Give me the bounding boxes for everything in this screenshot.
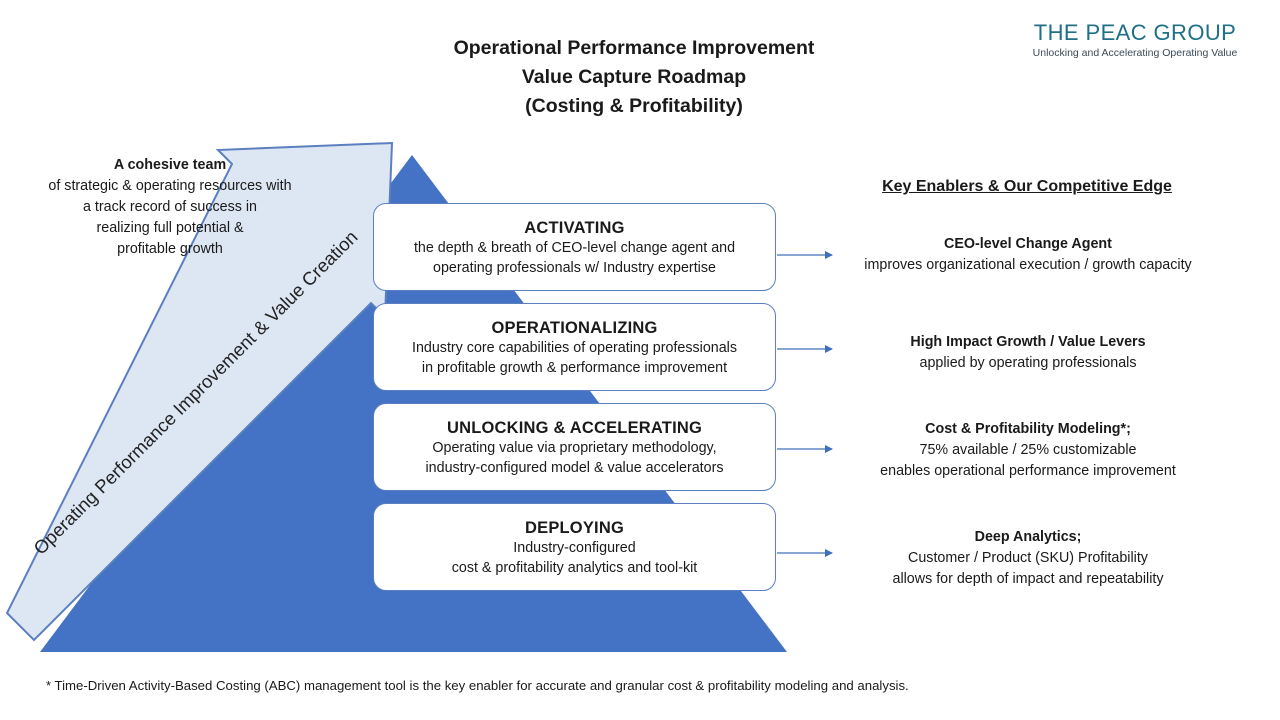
level-line: industry-configured model & value accele… xyxy=(425,459,724,476)
level-box-activating: ACTIVATING the depth & breath of CEO-lev… xyxy=(373,203,776,291)
enabler-line: applied by operating professionals xyxy=(919,355,1137,371)
enabler-line: 75% available / 25% customizable xyxy=(919,442,1137,458)
level-title: UNLOCKING & ACCELERATING xyxy=(446,419,703,437)
level-line: cost & profitability analytics and tool-… xyxy=(451,559,698,576)
title-line-2: Value Capture Roadmap xyxy=(521,66,747,88)
level-line: operating professionals w/ Industry expe… xyxy=(433,259,716,276)
team-line: realizing full potential & xyxy=(96,220,244,236)
enabler-item-1: CEO-level Change Agent improves organiza… xyxy=(828,234,1228,276)
level-line: Industry-configured xyxy=(513,540,636,556)
enabler-item-4: Deep Analytics; Customer / Product (SKU)… xyxy=(828,527,1228,590)
team-line: profitable growth xyxy=(117,241,223,257)
level-title: DEPLOYING xyxy=(525,519,624,537)
company-logo-name: THE PEAC GROUP xyxy=(1033,20,1237,45)
enabler-heading: CEO-level Change Agent xyxy=(944,236,1112,252)
footnote: * Time-Driven Activity-Based Costing (AB… xyxy=(46,678,909,693)
enabler-line: enables operational performance improvem… xyxy=(880,463,1176,479)
enablers-heading: Key Enablers & Our Competitive Edge xyxy=(882,178,1172,195)
level-box-operationalizing: OPERATIONALIZING Industry core capabilit… xyxy=(373,303,776,391)
level-line: Operating value via proprietary methodol… xyxy=(432,440,717,456)
enabler-line: Customer / Product (SKU) Profitability xyxy=(908,550,1148,566)
company-logo-tagline: Unlocking and Accelerating Operating Val… xyxy=(1032,47,1238,59)
level-line: the depth & breath of CEO-level change a… xyxy=(413,240,736,256)
team-description: A cohesive team of strategic & operating… xyxy=(30,155,310,260)
enabler-line: improves organizational execution / grow… xyxy=(864,257,1192,273)
level-line: Industry core capabilities of operating … xyxy=(411,340,738,356)
enabler-heading: Cost & Profitability Modeling*; xyxy=(925,421,1131,437)
team-line: of strategic & operating resources with xyxy=(48,178,292,194)
title-line-1: Operational Performance Improvement xyxy=(453,37,815,59)
level-box-unlocking-accelerating: UNLOCKING & ACCELERATING Operating value… xyxy=(373,403,776,491)
level-box-deploying: DEPLOYING Industry-configured cost & pro… xyxy=(373,503,776,591)
team-heading: A cohesive team xyxy=(113,157,227,173)
enabler-heading: Deep Analytics; xyxy=(974,529,1082,545)
enabler-item-3: Cost & Profitability Modeling*; 75% avai… xyxy=(828,419,1228,482)
level-title: OPERATIONALIZING xyxy=(491,319,658,337)
team-line: a track record of success in xyxy=(82,199,257,215)
title-line-3: (Costing & Profitability) xyxy=(525,95,743,117)
enabler-item-2: High Impact Growth / Value Levers applie… xyxy=(828,332,1228,374)
page-title: Operational Performance Improvement Valu… xyxy=(384,34,884,121)
enabler-heading: High Impact Growth / Value Levers xyxy=(910,334,1146,350)
enabler-line: allows for depth of impact and repeatabi… xyxy=(892,571,1164,587)
level-line: in profitable growth & performance impro… xyxy=(421,359,728,376)
level-title: ACTIVATING xyxy=(524,219,625,237)
